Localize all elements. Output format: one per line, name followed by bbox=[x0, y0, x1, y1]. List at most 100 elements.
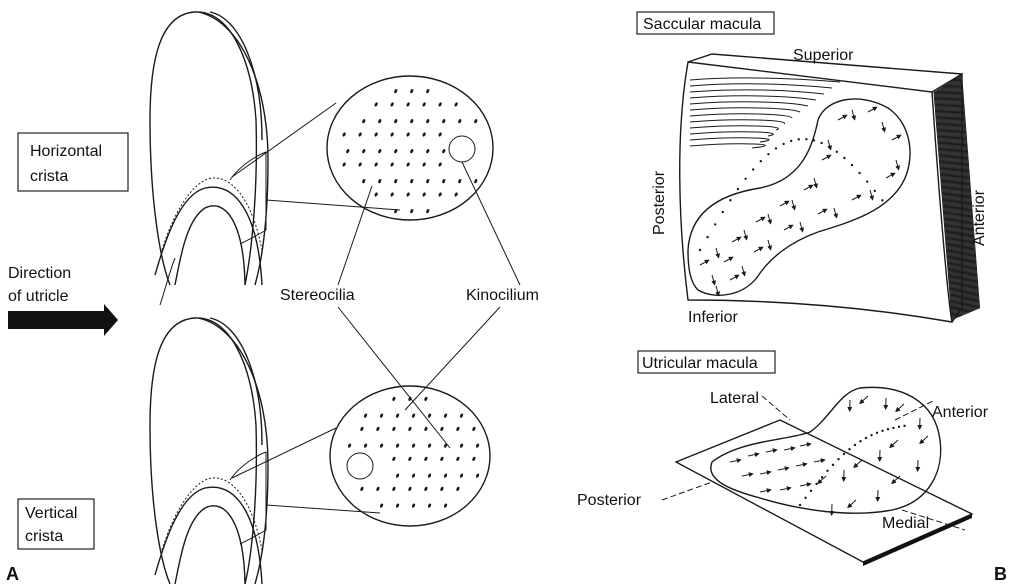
stereocilium-dot bbox=[390, 102, 394, 107]
hair-cell-arrow bbox=[890, 440, 898, 447]
stereocilium-dot bbox=[374, 132, 378, 137]
striola-dot bbox=[706, 236, 708, 238]
stereocilium-dot bbox=[376, 426, 380, 431]
hair-cell-arrow bbox=[754, 247, 763, 252]
stereocilium-dot bbox=[410, 119, 414, 124]
hair-cell-arrow bbox=[822, 155, 831, 160]
hair-cell-arrow bbox=[730, 460, 741, 462]
stereocilium-dot bbox=[342, 162, 346, 167]
striola-dot bbox=[815, 483, 817, 485]
hair-cell-arrow bbox=[896, 160, 899, 170]
stereocilium-dot bbox=[438, 102, 442, 107]
stereocilium-dot bbox=[474, 179, 478, 184]
hair-cell-arrow bbox=[852, 195, 861, 200]
hair-cell-arrow bbox=[712, 275, 715, 285]
striola-dot bbox=[892, 427, 894, 429]
striola-dot bbox=[828, 146, 830, 148]
striola-dot bbox=[874, 190, 876, 192]
utricular-lateral: Lateral bbox=[710, 390, 759, 407]
stereocilium-dot bbox=[394, 179, 398, 184]
upper-hair-cell-circle bbox=[327, 76, 493, 220]
hatch-line bbox=[690, 114, 792, 118]
hair-cell-arrow bbox=[744, 230, 747, 240]
stereocilium-dot bbox=[360, 426, 364, 431]
stereocilium-dot bbox=[347, 443, 351, 448]
stereocilium-dot bbox=[424, 426, 428, 431]
stereocilium-dot bbox=[411, 443, 415, 448]
hatch-line bbox=[690, 102, 808, 106]
stereocilium-dot bbox=[454, 192, 458, 197]
stereocilium-dot bbox=[458, 119, 462, 124]
hair-cell-arrow bbox=[748, 454, 759, 456]
striola-dot bbox=[898, 426, 900, 428]
striola-dot bbox=[866, 180, 868, 182]
utricular-anterior: Anterior bbox=[932, 404, 989, 421]
stereocilium-dot bbox=[426, 89, 430, 94]
stereocilium-dot bbox=[395, 503, 399, 508]
panel-a-letter: A bbox=[6, 564, 19, 584]
stereocilium-dot bbox=[410, 89, 414, 94]
stereocilium-dot bbox=[442, 149, 446, 154]
striola-dot bbox=[865, 437, 867, 439]
striola-dot bbox=[848, 448, 850, 450]
striola-dot bbox=[799, 504, 801, 506]
hatch-line bbox=[690, 132, 773, 136]
hair-cell-arrow bbox=[870, 190, 873, 200]
striola-dot bbox=[760, 160, 762, 162]
hair-cell-arrow bbox=[814, 460, 825, 462]
stereocilium-dot bbox=[427, 413, 431, 418]
hair-cell-arrow bbox=[780, 488, 791, 490]
stereocilium-dot bbox=[426, 209, 430, 214]
kinocilium-label: Kinocilium bbox=[466, 287, 539, 304]
utricular-title: Utricular macula bbox=[642, 355, 758, 372]
direction-line1: Direction bbox=[8, 265, 71, 282]
striola-dot bbox=[870, 434, 872, 436]
hatch-line bbox=[690, 138, 769, 142]
hatch-line bbox=[690, 96, 816, 100]
hair-cell-arrow bbox=[766, 450, 777, 452]
hair-cell-arrow bbox=[854, 460, 862, 467]
stereocilium-dot bbox=[408, 426, 412, 431]
stereocilium-dot bbox=[395, 443, 399, 448]
saccular-superior: Superior bbox=[793, 47, 854, 64]
striola-dot bbox=[881, 430, 883, 432]
stereocilium-dot bbox=[378, 149, 382, 154]
striola-dot bbox=[782, 143, 784, 145]
stereocilium-dot bbox=[443, 503, 447, 508]
upper-kinocilium-ring bbox=[449, 136, 475, 162]
stereocilium-dot bbox=[456, 456, 460, 461]
striola-dot bbox=[737, 188, 739, 190]
hair-cell-arrow bbox=[778, 468, 789, 470]
hair-cell-arrow bbox=[818, 209, 827, 214]
striola-dot bbox=[876, 432, 878, 434]
stereocilium-dot bbox=[424, 456, 428, 461]
hatch-line bbox=[690, 90, 824, 94]
stereocilium-dot bbox=[459, 413, 463, 418]
stereocilium-dot bbox=[374, 102, 378, 107]
vertical-crista-line1: Vertical bbox=[25, 505, 77, 522]
stereocilium-dot bbox=[379, 413, 383, 418]
hair-cell-arrow bbox=[792, 200, 795, 210]
stereocilium-dot bbox=[410, 179, 414, 184]
stereocilium-dot bbox=[378, 179, 382, 184]
stereocilium-dot bbox=[392, 426, 396, 431]
stereocilium-dot bbox=[346, 149, 350, 154]
hair-cell-arrow bbox=[834, 208, 837, 218]
stereocilium-dot bbox=[376, 486, 380, 491]
striola-dot bbox=[775, 147, 777, 149]
hair-cell-arrow bbox=[716, 248, 719, 258]
striola-dot bbox=[859, 440, 861, 442]
upper-ampulla-drawing bbox=[150, 12, 268, 305]
vertical-crista-line2: crista bbox=[25, 528, 63, 545]
hair-cell-arrow bbox=[742, 474, 753, 476]
striola-dot bbox=[851, 164, 853, 166]
stereocilium-dot bbox=[422, 132, 426, 137]
stereocilium-dot bbox=[427, 473, 431, 478]
striola-dot bbox=[854, 444, 856, 446]
saccular-anterior: Anterior bbox=[971, 189, 988, 246]
hair-cell-arrow bbox=[724, 257, 733, 262]
striola-dot bbox=[820, 142, 822, 144]
striola-dot bbox=[837, 458, 839, 460]
hair-cell-arrow bbox=[756, 217, 765, 222]
hair-cell-arrow bbox=[732, 237, 741, 242]
